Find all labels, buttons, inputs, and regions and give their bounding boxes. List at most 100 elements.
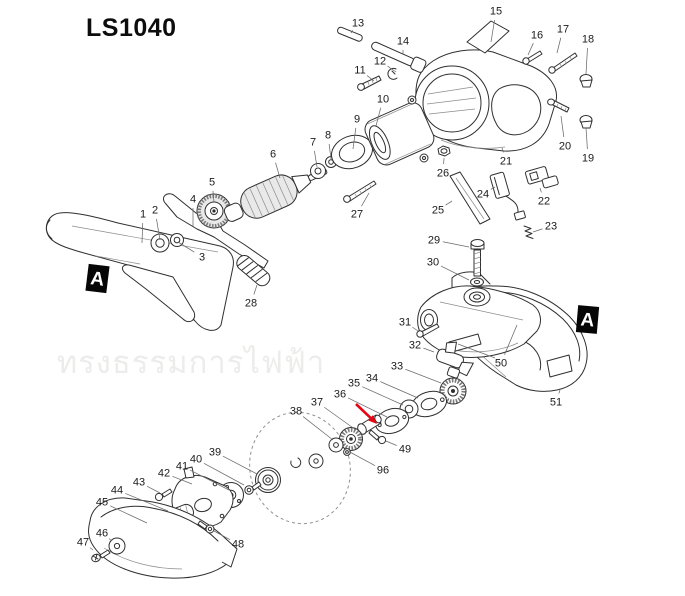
screw-part-48 — [197, 520, 215, 534]
callout-leader-42 — [172, 475, 193, 485]
outer-flange-part-39 — [255, 467, 281, 493]
section-marker-box — [85, 263, 110, 294]
gear-part-33 — [439, 377, 467, 405]
callout-leader-6 — [275, 162, 281, 179]
callout-leader-41 — [189, 469, 230, 491]
part-number-46: 46 — [96, 528, 108, 540]
part-number-38: 38 — [290, 406, 302, 418]
spring-part-28 — [236, 255, 271, 287]
label-sticker-15 — [466, 20, 510, 54]
field-part-10 — [364, 102, 435, 166]
pulley-part-37 — [339, 427, 363, 451]
lever-part — [162, 193, 269, 269]
cap-part-19 — [579, 115, 593, 129]
screw-part-47 — [91, 549, 111, 563]
part-number-96: 96 — [377, 465, 389, 477]
part-number-40: 40 — [190, 454, 202, 466]
part-number-5: 5 — [209, 177, 215, 189]
callout-leader-21 — [501, 147, 504, 153]
part-number-22: 22 — [538, 196, 550, 208]
section-marker-letter: A — [89, 268, 105, 291]
callout-leader-11 — [366, 75, 375, 82]
callout-leader-44 — [125, 493, 169, 512]
callout-leader-20 — [560, 115, 565, 138]
callout-leader-2 — [156, 218, 161, 241]
screw-part-17 — [548, 52, 578, 74]
part-number-8: 8 — [325, 130, 331, 142]
part-number-48: 48 — [232, 539, 244, 551]
part-number-23: 23 — [545, 221, 557, 233]
part-number-14: 14 — [397, 36, 409, 48]
part-number-37: 37 — [311, 397, 323, 409]
callout-leader-29 — [442, 241, 470, 248]
part-number-6: 6 — [270, 149, 276, 161]
small-washers — [407, 95, 429, 163]
part-number-39: 39 — [209, 447, 221, 459]
part-number-20: 20 — [559, 141, 571, 153]
part-number-24: 24 — [477, 189, 489, 201]
screw-part-27 — [343, 180, 377, 203]
part-number-26: 26 — [437, 168, 449, 180]
part-number-7: 7 — [310, 137, 316, 149]
callout-leader-37 — [324, 406, 357, 431]
nut-part-26 — [437, 145, 451, 157]
screw-part-20 — [547, 98, 570, 113]
part-number-3: 3 — [199, 252, 205, 264]
callout-leader-7 — [314, 150, 318, 168]
part-number-34: 34 — [366, 373, 378, 385]
callout-leader-25 — [445, 200, 453, 206]
bolt-part-29 — [470, 239, 485, 277]
saw-blade — [249, 411, 351, 525]
callout-leader-51 — [558, 389, 561, 394]
callout-leader-43 — [146, 485, 161, 494]
detail-washer — [308, 453, 324, 469]
callout-leader-16 — [527, 43, 534, 56]
callout-leader-5 — [212, 190, 215, 203]
spring-part-23 — [523, 225, 534, 239]
callout-leader-8 — [328, 143, 332, 160]
section-marker-left: A — [85, 263, 110, 294]
callout-leader-17 — [556, 37, 562, 54]
part-number-30: 30 — [427, 257, 439, 269]
part-number-12: 12 — [374, 56, 386, 68]
screw-part-16 — [522, 50, 543, 65]
part-number-17: 17 — [557, 24, 569, 36]
part-number-16: 16 — [531, 30, 543, 42]
part-number-49: 49 — [399, 444, 411, 456]
screw-part-31 — [416, 323, 440, 338]
callout-leader-45 — [109, 505, 148, 524]
extra-leader-0 — [457, 343, 496, 359]
part-number-27: 27 — [351, 209, 363, 221]
callout-leader-13 — [350, 30, 354, 34]
callout-leader-30 — [440, 265, 470, 281]
part-number-35: 35 — [348, 378, 360, 390]
motor-housing-part — [414, 49, 558, 152]
callout-leader-34 — [380, 381, 419, 399]
callout-leader-15 — [490, 19, 495, 43]
bearing-part-2 — [150, 233, 170, 253]
part-number-25: 25 — [432, 205, 444, 217]
callout-leader-35 — [362, 386, 404, 406]
washer-part-46 — [108, 537, 126, 555]
part-number-15: 15 — [490, 6, 502, 18]
bolt-part-40 — [244, 481, 262, 495]
callout-leader-47 — [89, 547, 94, 551]
part-number-4: 4 — [190, 194, 196, 206]
part-number-10: 10 — [377, 94, 389, 106]
part-number-43: 43 — [133, 477, 145, 489]
callout-leader-49 — [385, 440, 397, 446]
part-number-51: 51 — [550, 397, 562, 409]
part-number-31: 31 — [399, 317, 411, 329]
part-number-33: 33 — [391, 361, 403, 373]
part-number-42: 42 — [158, 468, 170, 480]
part-number-45: 45 — [96, 497, 108, 509]
baffle-ring-part-9 — [331, 134, 373, 170]
watermark-text: ทรงธรรมการไฟฟ้า — [57, 345, 326, 380]
ring-part-96 — [343, 448, 351, 456]
callout-leader-31 — [412, 326, 419, 332]
pin-part-13 — [337, 26, 363, 42]
section-marker-layer: AA — [85, 263, 600, 334]
